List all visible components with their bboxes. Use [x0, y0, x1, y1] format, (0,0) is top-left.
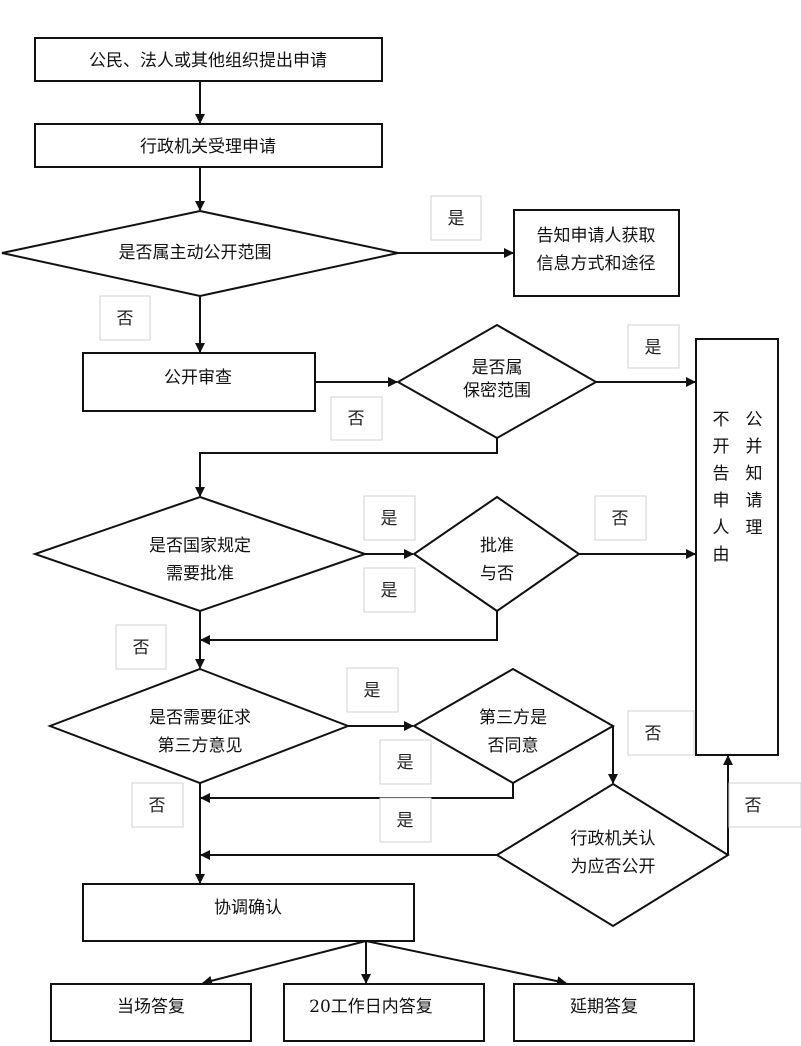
- svg-text:是: 是: [397, 811, 414, 831]
- svg-text:协调确认: 协调确认: [214, 898, 282, 918]
- svg-text:当场答复: 当场答复: [117, 997, 185, 1017]
- node-review: 公开审查: [82, 352, 316, 412]
- decision-active-scope-text: 是否属主动公开范围: [119, 243, 272, 263]
- svg-text:由: 由: [713, 545, 730, 565]
- decision-agency-decide: 行政机关认 为应否公开: [495, 782, 730, 928]
- label-yes-agree-bottom: 是: [379, 797, 432, 843]
- svg-text:告: 告: [713, 464, 730, 484]
- svg-text:申: 申: [713, 491, 730, 511]
- label-no-agree: 否: [627, 710, 695, 756]
- label-yes-agree-top: 是: [379, 739, 432, 785]
- svg-text:否同意: 否同意: [488, 736, 539, 756]
- edges: [195, 81, 733, 987]
- label-no-third: 否: [131, 782, 184, 828]
- svg-text:否: 否: [348, 409, 365, 429]
- node-accept-text: 行政机关受理申请: [140, 137, 276, 157]
- svg-text:信息方式和途径: 信息方式和途径: [537, 254, 656, 274]
- decision-need-third-party: 是否需要征求 第三方意见: [47, 667, 351, 785]
- svg-text:开: 开: [713, 437, 730, 457]
- node-not-public: 不 开 告 申 人 由 公 并 知 请 理: [695, 338, 779, 756]
- edge-secret-approval: [195, 438, 498, 497]
- label-yes-approval-bottom: 是: [363, 567, 416, 613]
- label-yes-secret: 是: [627, 324, 680, 369]
- svg-text:并: 并: [746, 437, 763, 457]
- svg-text:请: 请: [746, 491, 763, 511]
- label-yes-approval-top: 是: [363, 495, 416, 541]
- svg-text:需要批准: 需要批准: [166, 564, 234, 584]
- svg-text:公: 公: [746, 410, 763, 430]
- svg-text:是否国家规定: 是否国家规定: [149, 536, 251, 556]
- svg-text:理: 理: [746, 518, 763, 538]
- edge-agree-back: [200, 783, 514, 803]
- svg-text:第三方意见: 第三方意见: [158, 736, 243, 756]
- decision-approved: 批准 与否: [412, 495, 581, 613]
- label-no-secret: 否: [330, 396, 383, 441]
- label-no-approved: 否: [594, 495, 647, 541]
- svg-text:公开审查: 公开审查: [164, 368, 232, 388]
- node-apply: 公民、法人或其他组织提出申请: [34, 37, 383, 82]
- svg-text:否: 否: [133, 638, 150, 658]
- svg-text:为应否公开: 为应否公开: [571, 857, 656, 877]
- not-public-col1: 不 开 告 申 人 由: [713, 410, 730, 565]
- svg-text:否: 否: [745, 796, 762, 816]
- svg-text:与否: 与否: [480, 564, 514, 584]
- svg-text:是: 是: [645, 338, 662, 358]
- not-public-col2: 公 并 知 请 理: [746, 410, 763, 538]
- svg-text:否: 否: [149, 796, 166, 816]
- node-accept: 行政机关受理申请: [34, 123, 383, 168]
- svg-text:20工作日内答复: 20工作日内答复: [309, 997, 433, 1017]
- svg-text:是: 是: [381, 581, 398, 601]
- edge-coord-delayed: [365, 940, 567, 987]
- label-no-decide: 否: [728, 782, 801, 828]
- svg-text:行政机关认: 行政机关认: [571, 829, 656, 849]
- svg-text:保密范围: 保密范围: [463, 381, 531, 401]
- edge-approved-back: [200, 611, 498, 645]
- svg-text:是否属: 是否属: [472, 358, 523, 378]
- svg-text:知: 知: [746, 464, 763, 484]
- svg-text:延期答复: 延期答复: [570, 997, 638, 1017]
- decision-third-party-agree: 第三方是 否同意: [411, 667, 616, 785]
- node-inform-method: 告知申请人获取 信息方式和途径: [513, 209, 680, 297]
- svg-text:不: 不: [713, 410, 730, 430]
- node-coordinate: 协调确认: [82, 883, 415, 942]
- svg-text:是: 是: [364, 681, 381, 701]
- svg-text:否: 否: [645, 724, 662, 744]
- label-no-approval: 否: [115, 624, 167, 670]
- node-reply-20days: 20工作日内答复: [283, 983, 485, 1042]
- svg-text:是: 是: [448, 209, 465, 229]
- svg-text:第三方是: 第三方是: [479, 708, 547, 728]
- decision-active-scope: 是否属主动公开范围: [1, 209, 399, 298]
- decision-secret-scope: 是否属 保密范围: [395, 323, 599, 440]
- svg-text:否: 否: [612, 509, 629, 529]
- svg-text:是否需要征求: 是否需要征求: [149, 708, 251, 728]
- edge-labels: 是 否 否 是 是 是 否 否: [99, 195, 801, 843]
- node-apply-text: 公民、法人或其他组织提出申请: [89, 51, 327, 71]
- svg-text:是: 是: [397, 753, 414, 773]
- svg-text:人: 人: [713, 518, 730, 538]
- label-yes-third: 是: [346, 667, 399, 713]
- svg-text:否: 否: [117, 309, 134, 329]
- svg-text:告知申请人获取: 告知申请人获取: [537, 226, 656, 246]
- svg-text:批准: 批准: [480, 536, 514, 556]
- node-reply-delayed: 延期答复: [513, 983, 695, 1042]
- decision-need-approval: 是否国家规定 需要批准: [31, 495, 369, 613]
- label-yes-inform: 是: [430, 195, 482, 241]
- node-reply-onsite: 当场答复: [50, 983, 252, 1042]
- label-no-review: 否: [99, 295, 151, 341]
- svg-text:是: 是: [381, 509, 398, 529]
- edge-coord-onsite: [202, 940, 367, 986]
